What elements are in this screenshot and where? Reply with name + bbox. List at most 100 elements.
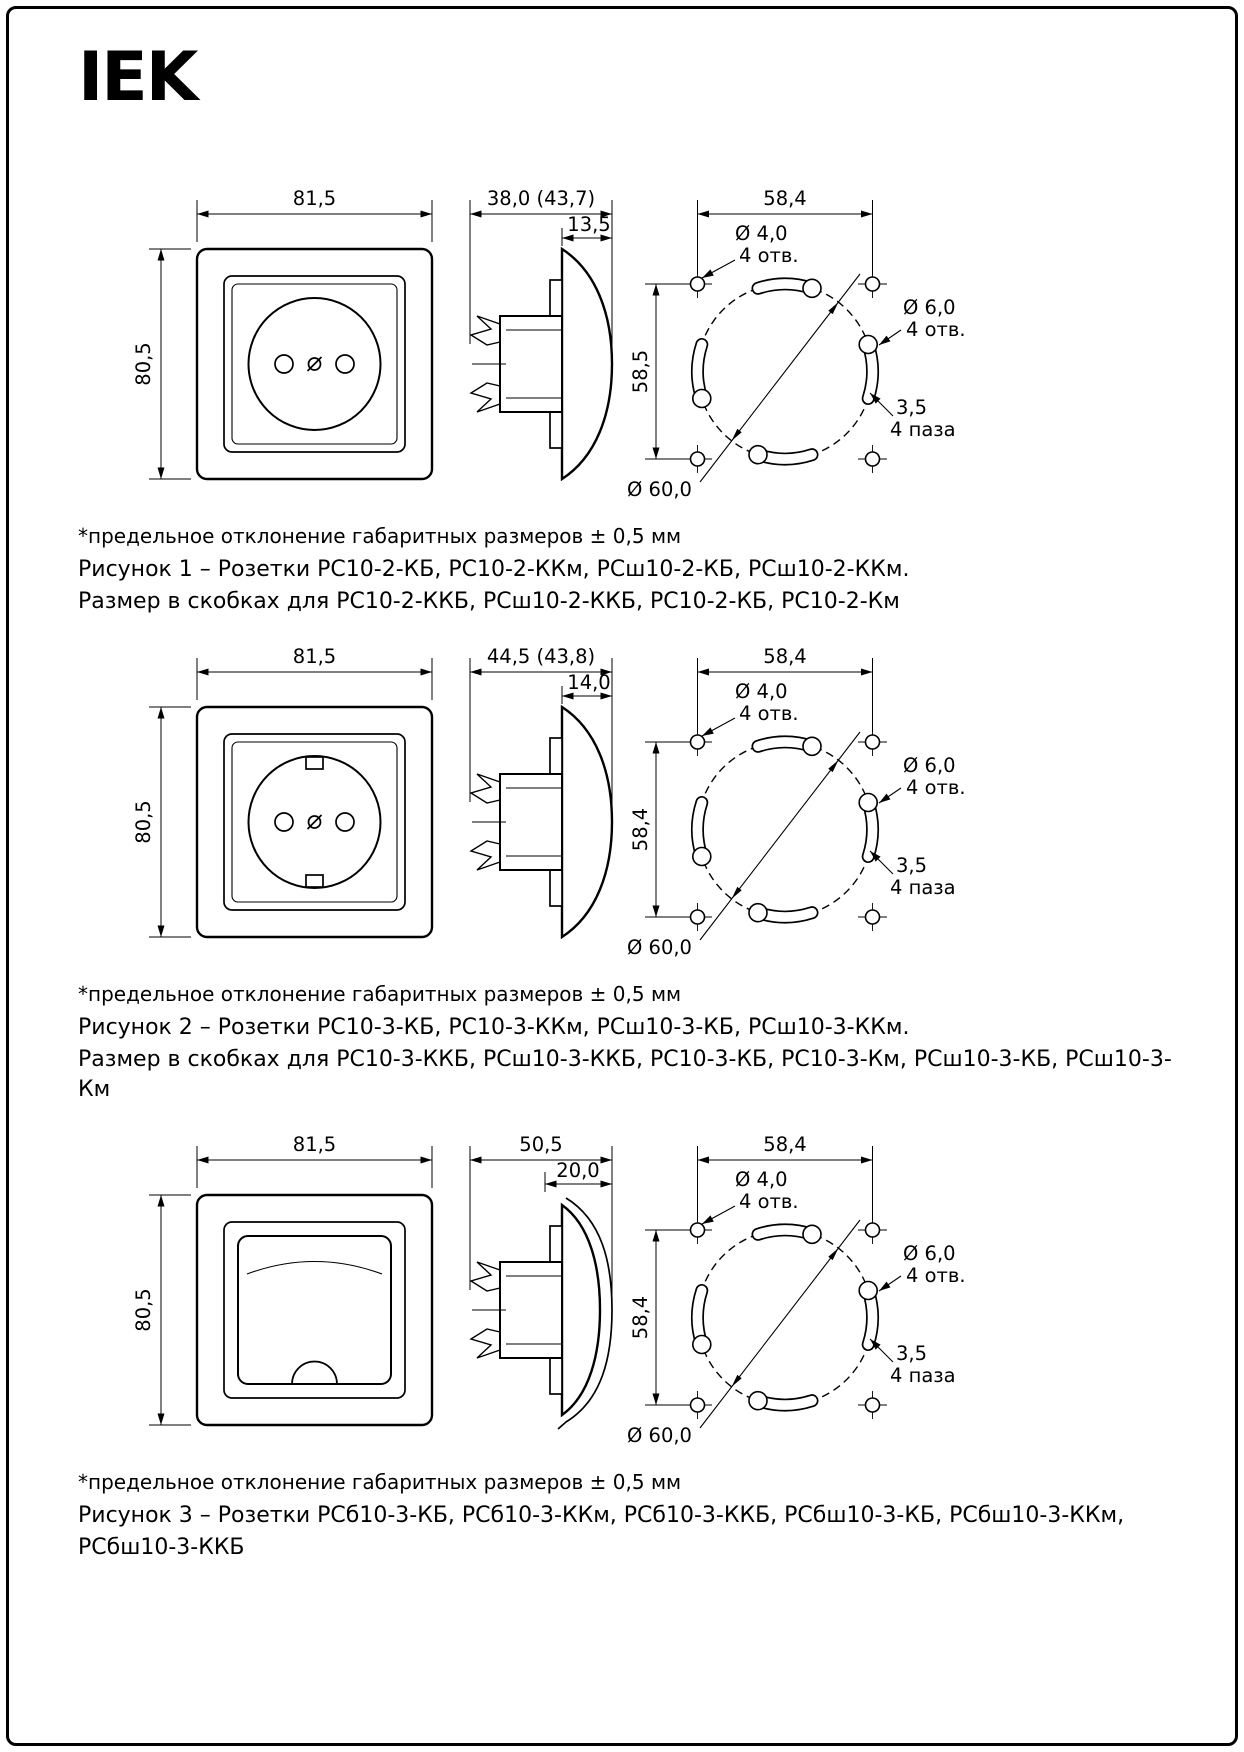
mounting-view: 58,4 58,5 [627,187,966,501]
mount-flange-top [549,1225,563,1264]
ground-clip-bottom [305,874,324,889]
large-hole-count: 4 отв. [906,1264,966,1287]
slot-count: 4 паза [890,418,956,441]
claw-top [469,315,501,346]
large-hole-dia: Ø 6,0 [903,1242,956,1265]
figure-2-drawing: 81,5 80,5 44,5 (43,8) 14,0 [132,645,966,959]
corner-hole-top-left [683,270,712,298]
circle-dia-label: Ø 60,0 [627,1424,692,1447]
corner-hole-bottom-left [683,445,712,473]
mechanism-body [499,773,563,872]
small-hole-leader [701,1205,736,1225]
figure-1: 81,5 80,5 38,0 (43,7) 13,5 58, [0,174,1244,616]
circle-dia-arrow-2 [731,887,742,900]
front-width-dim: 81,5 [293,1133,336,1156]
circle-dia-arrow-1 [828,302,839,315]
center-screw [307,815,322,830]
pin-hole-right [335,354,355,374]
figure-1-note: *предельное отклонение габаритных размер… [78,524,682,548]
frame-opening [223,733,406,912]
mount-height-dim: 58,4 [629,1296,652,1339]
depth-total-dim: 44,5 (43,8) [487,645,595,668]
slot-width-dim: 3,5 [896,396,927,419]
front-view: 81,5 80,5 [132,187,434,481]
small-hole-leader [701,717,736,737]
corner-hole-bottom-right [858,903,887,932]
corner-hole-bottom-right [858,445,887,473]
depth-front-dim: 20,0 [556,1159,599,1182]
mount-width-dim: 58,4 [763,645,806,668]
large-hole-leader [878,787,902,804]
mount-height-dim: 58,4 [629,808,652,851]
figure-3-caption-line1: Рисунок 3 – Розетки РСб10-3-КБ, РСб10-3-… [78,1503,1125,1529]
mount-flange-top [549,279,563,317]
mount-height-dim: 58,5 [629,350,652,393]
mounting-slot-top [751,277,822,299]
figure-3-drawing: 81,5 80,5 50,5 20,0 58,4 [132,1133,966,1447]
mechanism-body [499,315,563,413]
center-screw [307,357,322,371]
faceplate-profile [560,705,614,940]
corner-hole-top-left [683,1216,712,1245]
iek-logo: IEK [78,38,198,117]
module-face [231,741,398,903]
depth-total-dim: 38,0 (43,7) [487,187,595,210]
front-height-dim: 80,5 [132,1289,155,1332]
lid-profile [557,1197,613,1431]
mounting-slot-bottom [748,903,819,924]
mounting-slot-bottom [748,444,819,466]
corner-hole-top-right [858,270,887,298]
depth-front-dim: 14,0 [567,671,610,694]
figure-1-drawing: 81,5 80,5 38,0 (43,7) 13,5 58, [132,187,966,501]
mounting-slot-top [751,735,822,757]
screw-slot [306,356,323,372]
circle-dia-label: Ø 60,0 [627,478,692,501]
figure-3-note: *предельное отклонение габаритных размер… [78,1470,682,1495]
depth-total-dim: 50,5 [519,1133,562,1156]
slot-count: 4 паза [890,1364,956,1387]
side-view: 38,0 (43,7) 13,5 [469,187,614,482]
mount-flange-bottom [549,869,563,908]
large-hole-leader [878,329,902,346]
claw-top [469,1261,501,1293]
circle-dia-arrow-2 [731,428,742,441]
module-face [231,283,398,445]
large-hole-dia: Ø 6,0 [903,296,956,319]
circle-dia-arrow-1 [828,760,839,773]
mounting-slot-left [691,796,712,867]
mounting-view: 58,4 58,4 [627,1133,966,1447]
slot-count: 4 паза [890,876,956,899]
mounting-view: 58,4 58,4 [627,645,966,959]
mount-flange-bottom [549,411,563,449]
ground-clip-top [305,756,324,771]
claw-bottom [469,840,501,872]
mounting-slot-right [858,793,879,864]
claw-bottom [469,1328,501,1360]
mount-flange-bottom [549,1357,563,1396]
claw-bottom [469,382,501,413]
front-width-dim: 81,5 [293,645,336,668]
slot-width-dim: 3,5 [896,1342,927,1365]
small-hole-dia: Ø 4,0 [735,222,788,245]
small-hole-leader [701,259,736,279]
mounting-slot-bottom [748,1391,819,1412]
corner-hole-bottom-right [858,1391,887,1420]
side-view: 50,5 20,0 [469,1133,613,1431]
small-hole-count: 4 отв. [739,702,799,725]
lid-grip-notch [291,1361,338,1385]
small-hole-count: 4 отв. [739,1190,799,1213]
claw-top [469,773,501,805]
corner-hole-bottom-left [683,1391,712,1420]
large-hole-count: 4 отв. [906,318,966,341]
mount-width-dim: 58,4 [763,1133,806,1156]
depth-front-dim: 13,5 [567,213,610,236]
screw-slot [306,814,323,830]
circle-dia-label: Ø 60,0 [627,936,692,959]
figure-2-caption-line1: Рисунок 2 – Розетки РС10-3-КБ, РС10-3-КК… [78,1015,910,1041]
cover-lid [237,1235,392,1386]
mechanism-body [499,1261,563,1360]
lid-top-arc [246,1261,383,1275]
figure-2-caption-line2: Размер в скобках для РС10-3-ККБ, РСш10-3… [78,1047,1172,1102]
front-width-dim: 81,5 [293,187,336,210]
front-view: 81,5 80,5 [132,1133,434,1427]
